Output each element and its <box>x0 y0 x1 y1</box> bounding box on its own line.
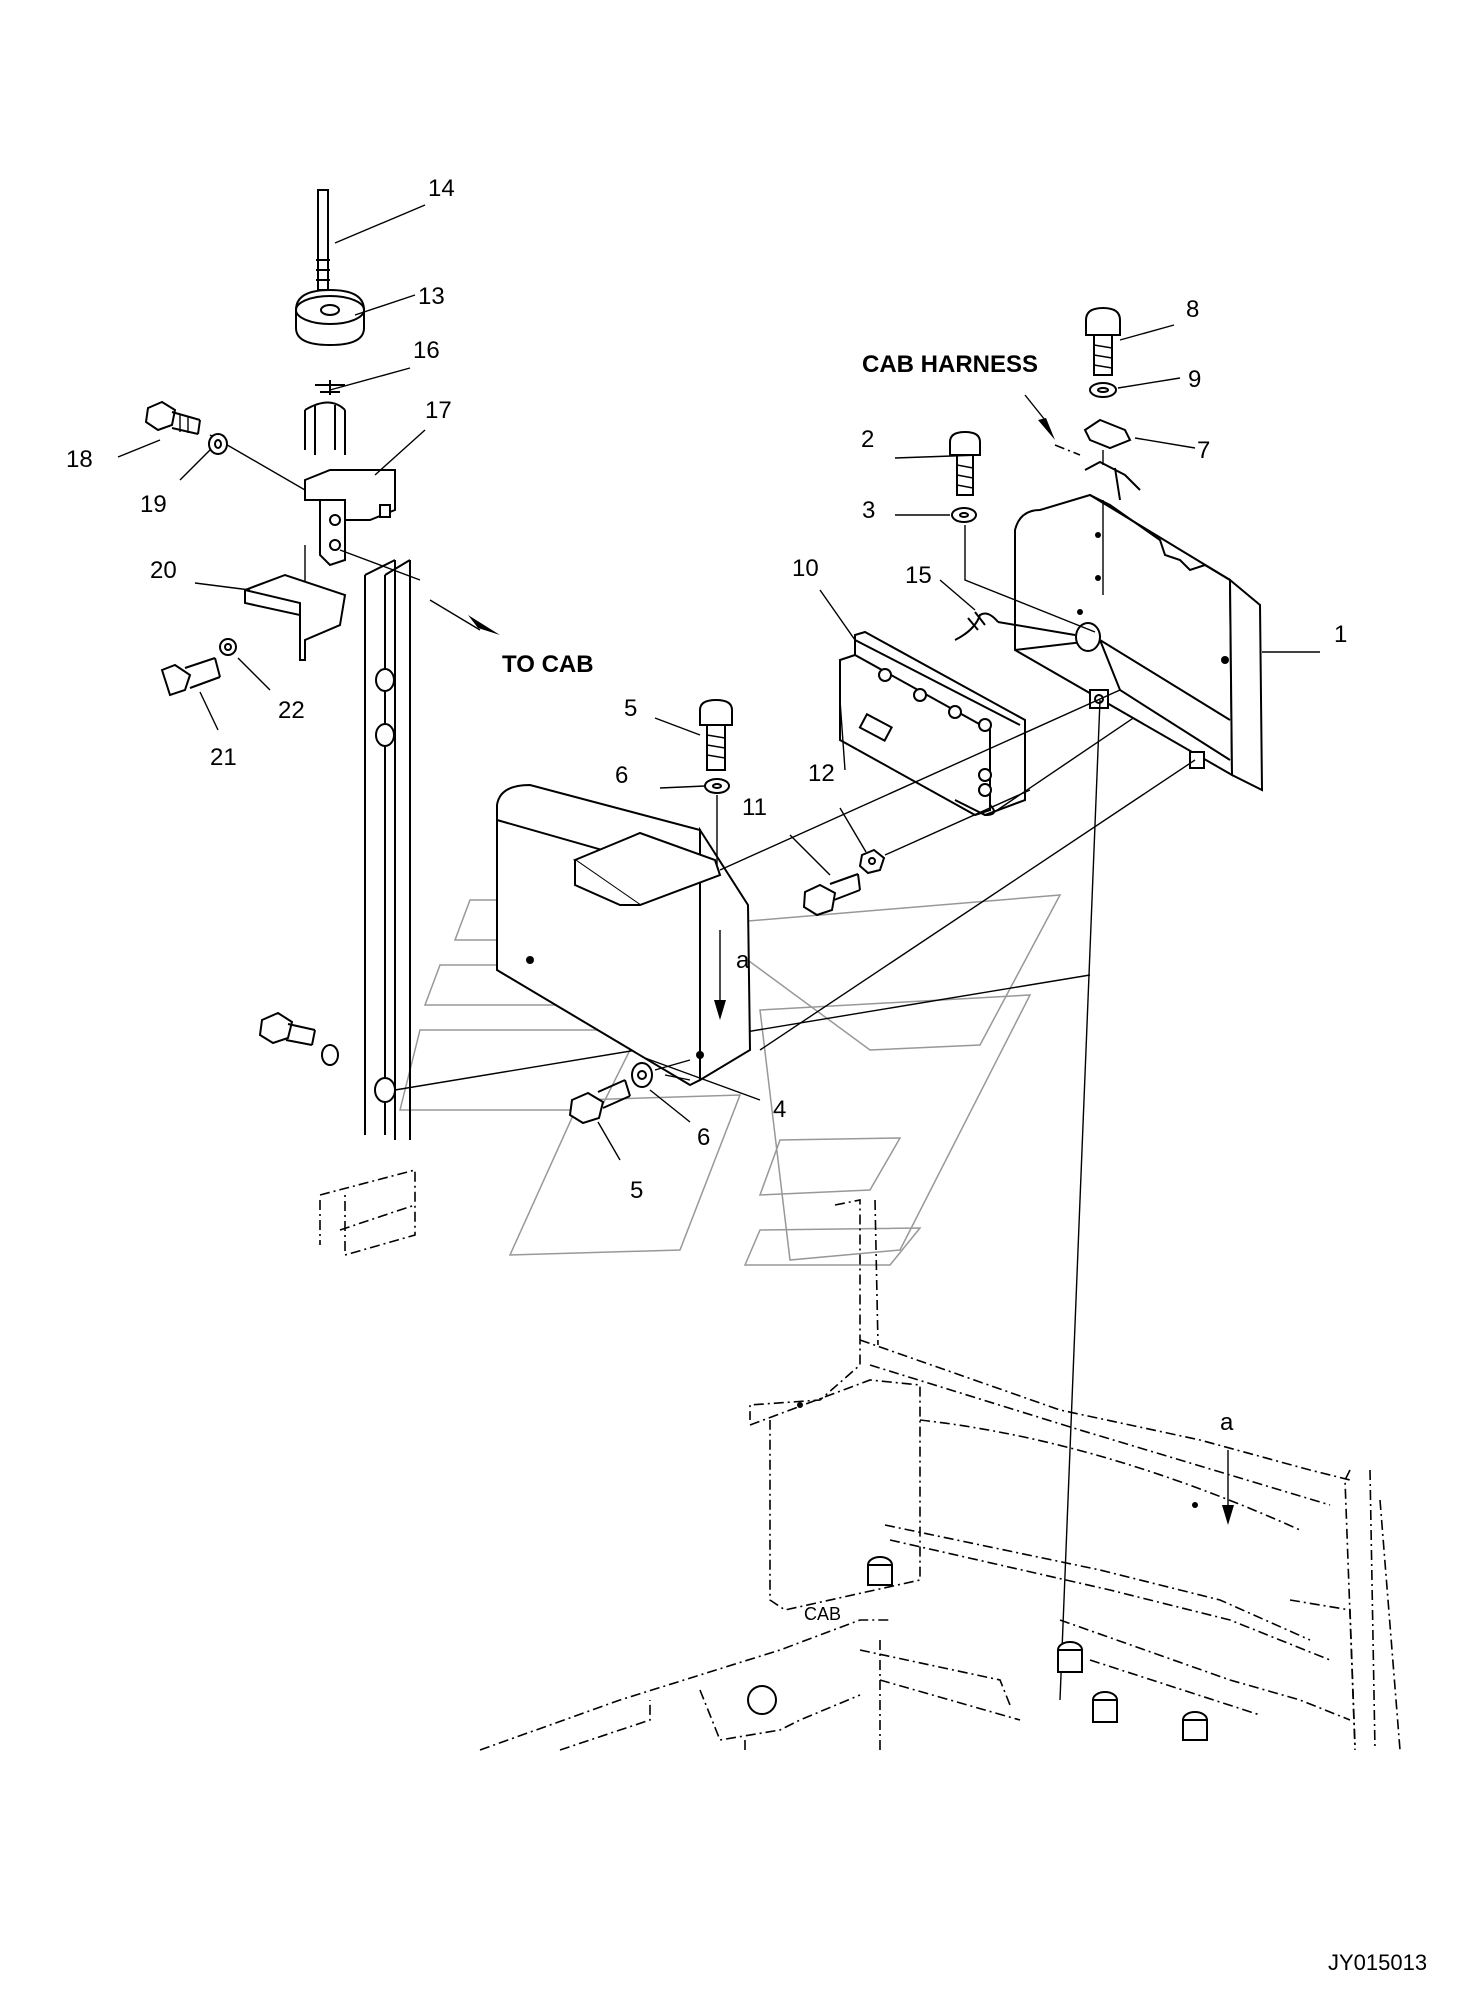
grommet <box>1075 622 1101 652</box>
assembly-lines <box>664 689 1196 1081</box>
bolt-11 <box>802 789 1031 917</box>
callout-15: 15 <box>905 562 932 589</box>
antenna-nut <box>315 380 345 395</box>
callout-19: 19 <box>140 491 167 518</box>
cab-label: CAB <box>804 1604 841 1624</box>
to-cab-label: TO CAB <box>502 651 594 678</box>
callout-1: 1 <box>1334 621 1347 648</box>
bolt-2 <box>949 430 1096 633</box>
case-1 <box>1014 493 1264 792</box>
callout-6-lower: 6 <box>697 1124 710 1151</box>
bolt-8 <box>1054 306 1141 1701</box>
bracket-tab <box>572 831 722 907</box>
bracket-20 <box>160 573 347 697</box>
callout-9: 9 <box>1188 366 1201 393</box>
callout-21: 21 <box>210 744 237 771</box>
callout-5-lower: 5 <box>630 1177 643 1204</box>
bolt-5-lower <box>568 1059 691 1125</box>
text-labels: CAB HARNESS TO CAB CAB a a JY015013 <box>502 351 1427 1975</box>
cable-15 <box>954 611 1076 641</box>
callout-numbers: 14 13 16 17 18 19 20 22 21 8 9 7 1 2 3 1… <box>66 175 1347 1204</box>
callout-7: 7 <box>1197 437 1210 464</box>
callout-10: 10 <box>792 555 819 582</box>
callout-6-upper: 6 <box>615 762 628 789</box>
clamp-7 <box>1083 418 1132 450</box>
callout-11: 11 <box>742 794 767 821</box>
callout-17: 17 <box>425 397 452 424</box>
figure-reference: JY015013 <box>1328 1950 1427 1975</box>
callout-22: 22 <box>278 697 305 724</box>
callout-8: 8 <box>1186 296 1199 323</box>
callout-14: 14 <box>428 175 455 202</box>
controller-10 <box>839 630 1161 817</box>
cab-harness-label: CAB HARNESS <box>862 351 1038 378</box>
callout-13: 13 <box>418 283 445 310</box>
callout-leaders <box>117 204 1320 1161</box>
callout-2: 2 <box>861 426 874 453</box>
bolt-18 <box>144 400 228 455</box>
bolt-21 <box>160 663 192 697</box>
callout-5-upper: 5 <box>624 695 637 722</box>
cab-frame <box>479 1199 1401 1751</box>
mounting-bar <box>319 559 416 1257</box>
callout-20: 20 <box>150 557 177 584</box>
bracket-4 <box>496 783 752 1087</box>
antenna-bracket <box>304 469 396 521</box>
antenna-wire-clip <box>304 401 346 455</box>
callout-4: 4 <box>773 1096 786 1123</box>
bar-bolt <box>258 974 1091 1091</box>
callout-3: 3 <box>862 497 875 524</box>
antenna-rod <box>317 189 329 291</box>
view-a-label-cab: a <box>1220 1409 1234 1436</box>
callout-12: 12 <box>808 760 835 787</box>
view-a-label-bracket: a <box>736 947 750 974</box>
bolt-5-upper <box>699 698 733 865</box>
callout-18: 18 <box>66 446 93 473</box>
antenna-assembly <box>209 189 421 616</box>
callout-16: 16 <box>413 337 440 364</box>
